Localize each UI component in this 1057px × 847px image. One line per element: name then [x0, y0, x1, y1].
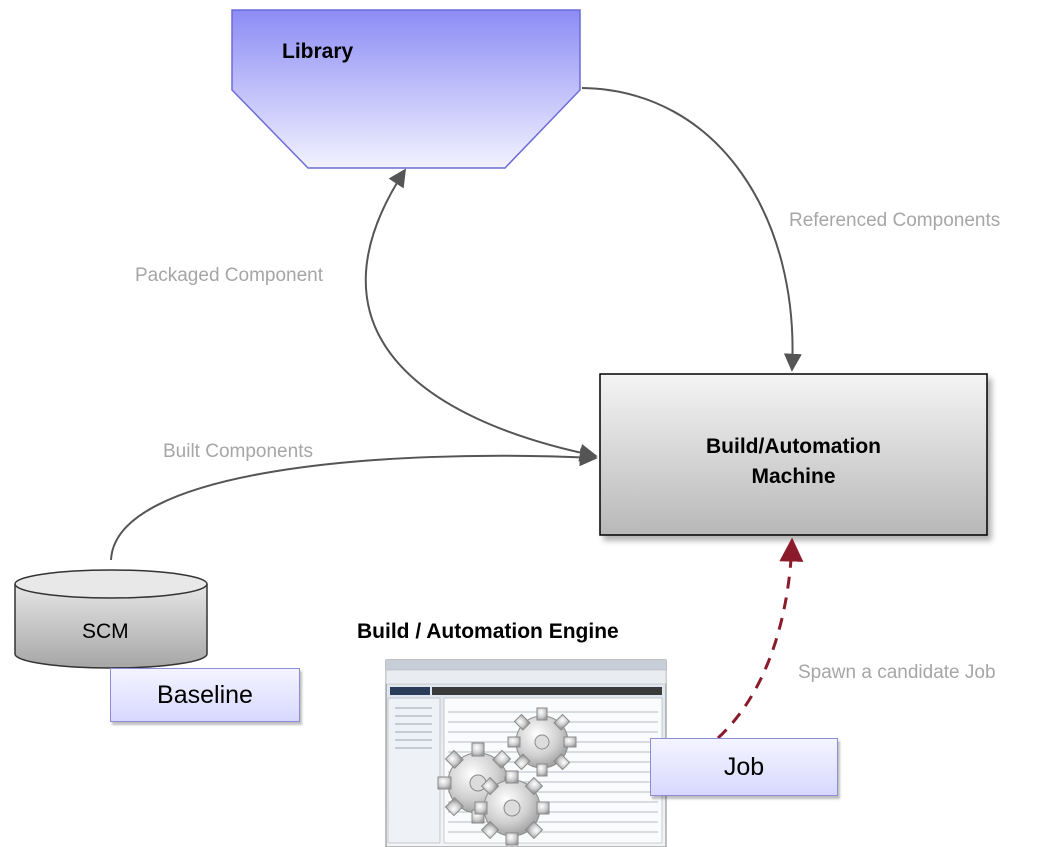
- build-machine-label: Build/Automation Machine: [600, 432, 987, 492]
- build-machine-label-line1: Build/Automation: [706, 435, 881, 458]
- job-tag: Job: [650, 738, 838, 796]
- edge-referenced-components: [581, 87, 802, 372]
- library-shape: [231, 9, 581, 169]
- scm-cylinder: [14, 569, 208, 669]
- edge-built-components: [110, 448, 598, 561]
- packaged-component-label: Packaged Component: [135, 265, 324, 286]
- built-components-label: Built Components: [163, 441, 313, 462]
- engine-screenshot-image: [385, 659, 667, 847]
- build-machine-box: [599, 373, 988, 536]
- edge-spawn-job: [716, 537, 804, 740]
- gears-icon: [437, 707, 577, 846]
- referenced-components-label: Referenced Components: [789, 210, 1001, 231]
- scm-label: SCM: [82, 620, 129, 643]
- baseline-tag: Baseline: [110, 668, 300, 722]
- library-label: Library: [282, 40, 354, 63]
- build-machine-label-line2: Machine: [751, 465, 836, 488]
- spawn-job-label: Spawn a candidate Job: [798, 662, 996, 683]
- edge-packaged-component: [364, 168, 598, 462]
- engine-title: Build / Automation Engine: [357, 620, 619, 643]
